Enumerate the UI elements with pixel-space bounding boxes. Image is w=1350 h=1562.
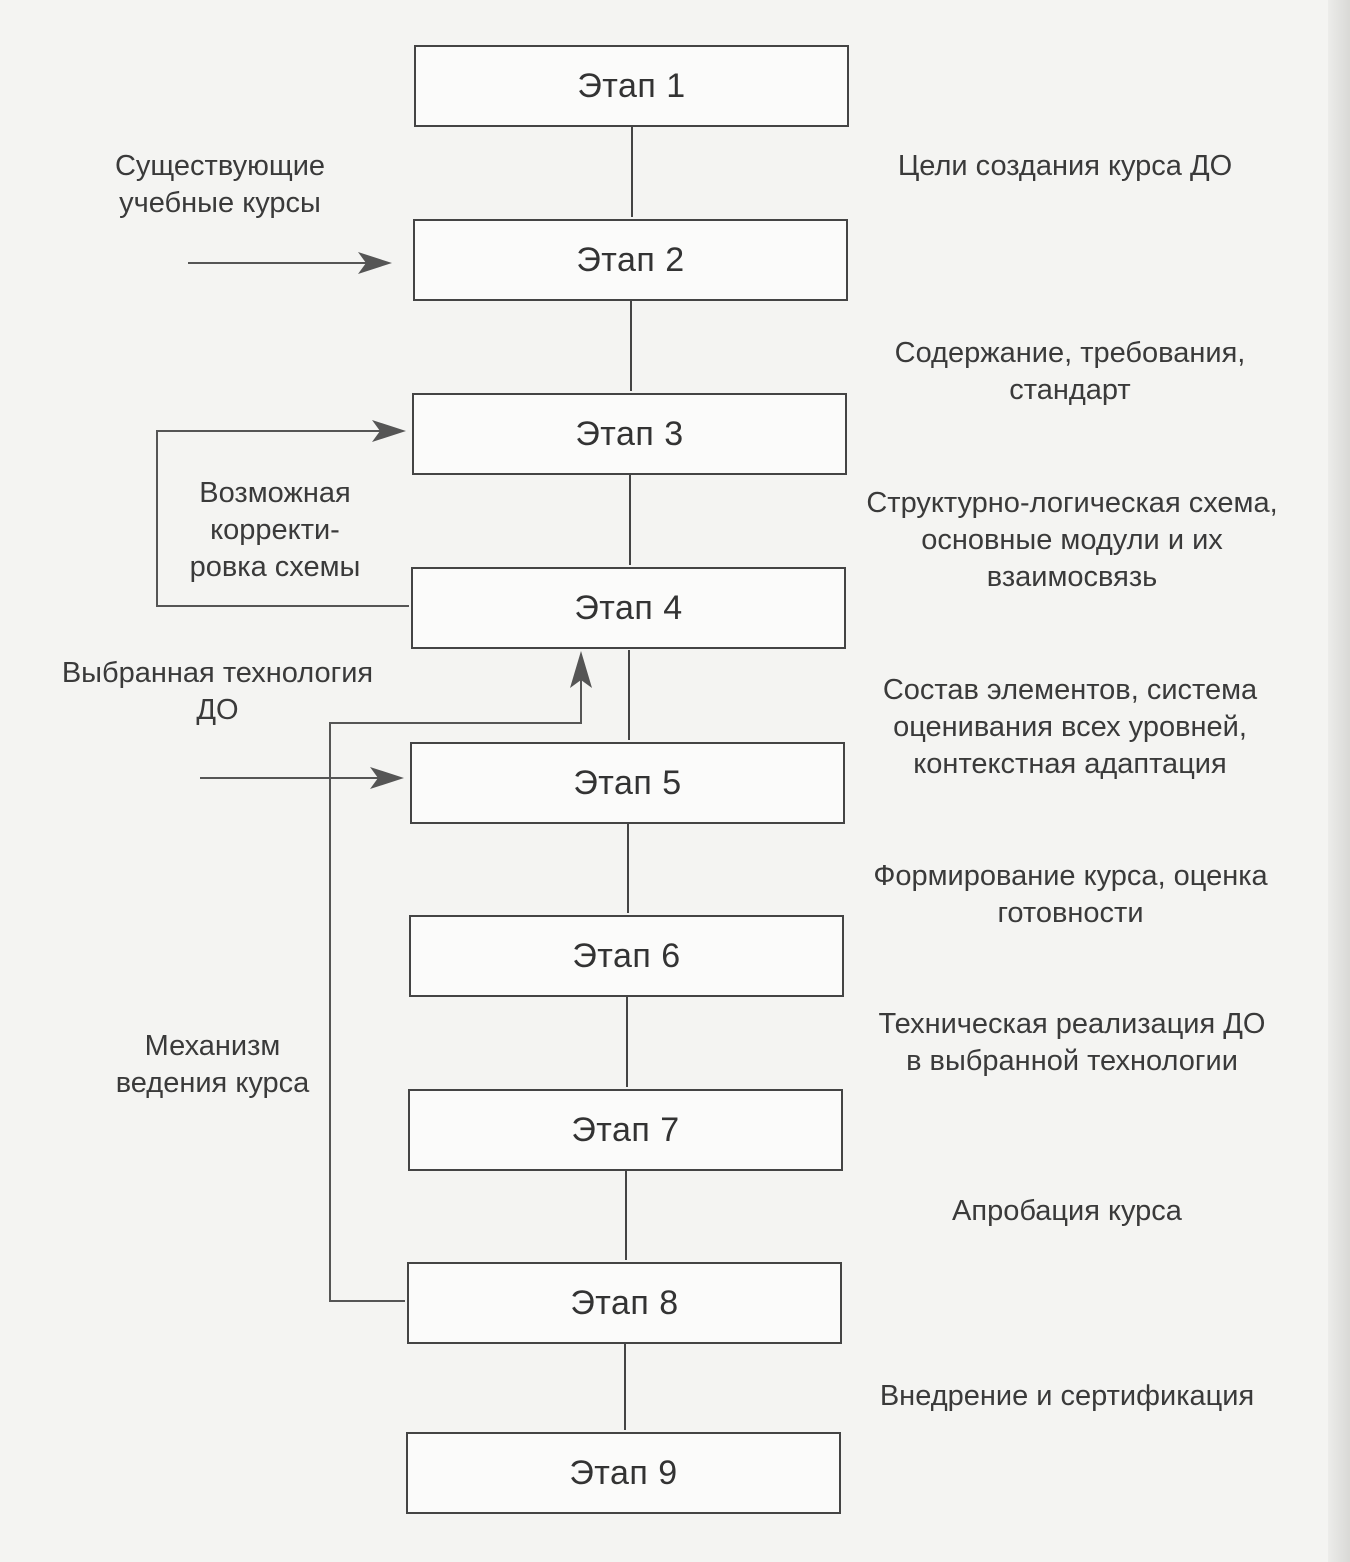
stage-5-box: Этап 5	[410, 742, 845, 824]
stage-8-box: Этап 8	[407, 1262, 842, 1344]
result-6-line-2: в выбранной технологии	[906, 1045, 1238, 1077]
result-2-line-2: стандарт	[1009, 374, 1131, 406]
correction-line-3: ровка схемы	[189, 551, 361, 583]
result-label-1: Цели создания курса ДО	[855, 148, 1275, 185]
result-8-line-1: Внедрение и сертификация	[879, 1380, 1255, 1412]
stage-1-box: Этап 1	[414, 45, 849, 127]
stage-9-box: Этап 9	[406, 1432, 841, 1514]
result-label-6: Техническая реализация ДО в выбранной те…	[842, 1006, 1302, 1080]
result-4-line-2: оценивания всех уровней,	[893, 711, 1247, 743]
result-7-line-1: Апробация курса	[952, 1195, 1182, 1227]
existing-courses-line-2: учебные курсы	[119, 187, 321, 219]
stage-3-box: Этап 3	[412, 393, 847, 475]
arrow-correction-loop	[156, 420, 409, 607]
result-label-2: Содержание, требования, стандарт	[855, 335, 1285, 409]
stage-6-box: Этап 6	[409, 915, 844, 997]
stage-2-box: Этап 2	[413, 219, 848, 301]
correction-line-1: Возможная	[199, 477, 351, 509]
chosen-technology-line-1: Выбранная технология	[61, 657, 374, 689]
input-label-possible-correction: Возможная корректи- ровка схемы	[165, 475, 385, 586]
arrow-chosen-technology	[200, 767, 404, 789]
chosen-technology-line-2: ДО	[196, 694, 239, 726]
arrow-course-mechanism-loop	[329, 651, 592, 1302]
stage-chain	[624, 127, 633, 1430]
result-6-line-1: Техническая реализация ДО	[878, 1008, 1266, 1040]
result-5-line-1: Формирование курса, оценка	[873, 860, 1268, 892]
result-5-line-2: готовности	[997, 897, 1144, 929]
input-label-existing-courses: Существующие учебные курсы	[70, 148, 370, 222]
arrow-existing-courses	[188, 252, 392, 274]
result-label-8: Внедрение и сертификация	[842, 1378, 1292, 1415]
result-label-3: Структурно-логическая схема, основные мо…	[832, 485, 1312, 596]
result-1-line-1: Цели создания курса ДО	[897, 150, 1233, 182]
result-4-line-3: контекстная адаптация	[913, 748, 1227, 780]
correction-line-2: корректи-	[210, 514, 340, 546]
result-2-line-1: Содержание, требования,	[894, 337, 1246, 369]
input-label-course-mechanism: Механизм ведения курса	[95, 1028, 330, 1102]
result-label-5: Формирование курса, оценка готовности	[838, 858, 1303, 932]
course-mechanism-line-2: ведения курса	[115, 1067, 310, 1099]
input-label-chosen-technology: Выбранная технология ДО	[25, 655, 410, 729]
result-label-4: Состав элементов, система оценивания все…	[845, 672, 1295, 783]
existing-courses-line-1: Существующие	[114, 150, 326, 182]
result-3-line-1: Структурно-логическая схема,	[866, 487, 1278, 519]
stage-7-box: Этап 7	[408, 1089, 843, 1171]
page-edge	[1328, 0, 1350, 1562]
result-label-7: Апробация курса	[862, 1193, 1272, 1230]
result-3-line-3: взаимосвязь	[986, 561, 1158, 593]
course-mechanism-line-1: Механизм	[144, 1030, 281, 1062]
result-4-line-1: Состав элементов, система	[882, 674, 1258, 706]
result-3-line-2: основные модули и их	[921, 524, 1223, 556]
stage-4-box: Этап 4	[411, 567, 846, 649]
